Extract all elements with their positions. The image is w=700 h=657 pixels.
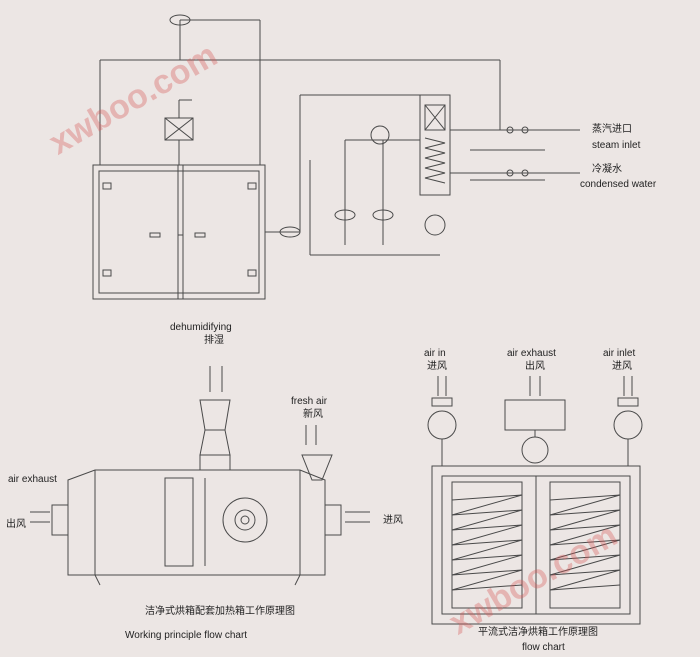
air-in-en-label: air in: [424, 348, 446, 359]
steam-inlet-en-label: steam inlet: [592, 140, 641, 151]
heat-exchanger-unit: [370, 94, 451, 236]
air-exhaust-right-en-label: air exhaust: [507, 348, 556, 359]
valves-gauges: [169, 14, 529, 238]
inlet-zh-label: 进风: [383, 515, 403, 526]
fresh-air-zh-label: 新风: [303, 409, 323, 420]
condensed-water-zh-label: 冷凝水: [592, 164, 622, 175]
outlet-zh-label: 出风: [6, 519, 26, 530]
right-caption-en: flow chart: [522, 642, 565, 653]
dehumidifying-zh-label: 排湿: [204, 335, 224, 346]
flow-arrows: [30, 129, 633, 523]
air-in-zh-label: 进风: [427, 361, 447, 372]
left-caption-en: Working principle flow chart: [125, 630, 248, 641]
air-exhaust-right-zh-label: 出风: [525, 361, 545, 372]
air-inlet-zh-label: 进风: [612, 361, 632, 372]
left-caption-zh: 洁净式烘箱配套加热箱工作原理图: [145, 606, 295, 617]
cleanroom-oven: [427, 397, 643, 625]
fresh-air-en-label: fresh air: [291, 396, 328, 407]
air-inlet-en-label: air inlet: [603, 348, 636, 359]
steam-inlet-zh-label: 蒸汽进口: [592, 124, 632, 135]
air-exhaust-left-label: air exhaust: [8, 474, 57, 485]
heating-box: [51, 399, 342, 586]
condensed-water-en-label: condensed water: [580, 179, 657, 190]
right-caption-zh: 平流式洁净烘箱工作原理图: [478, 627, 598, 638]
oven-cabinet: [92, 164, 266, 300]
dehumidifying-en-label: dehumidifying: [170, 322, 232, 333]
